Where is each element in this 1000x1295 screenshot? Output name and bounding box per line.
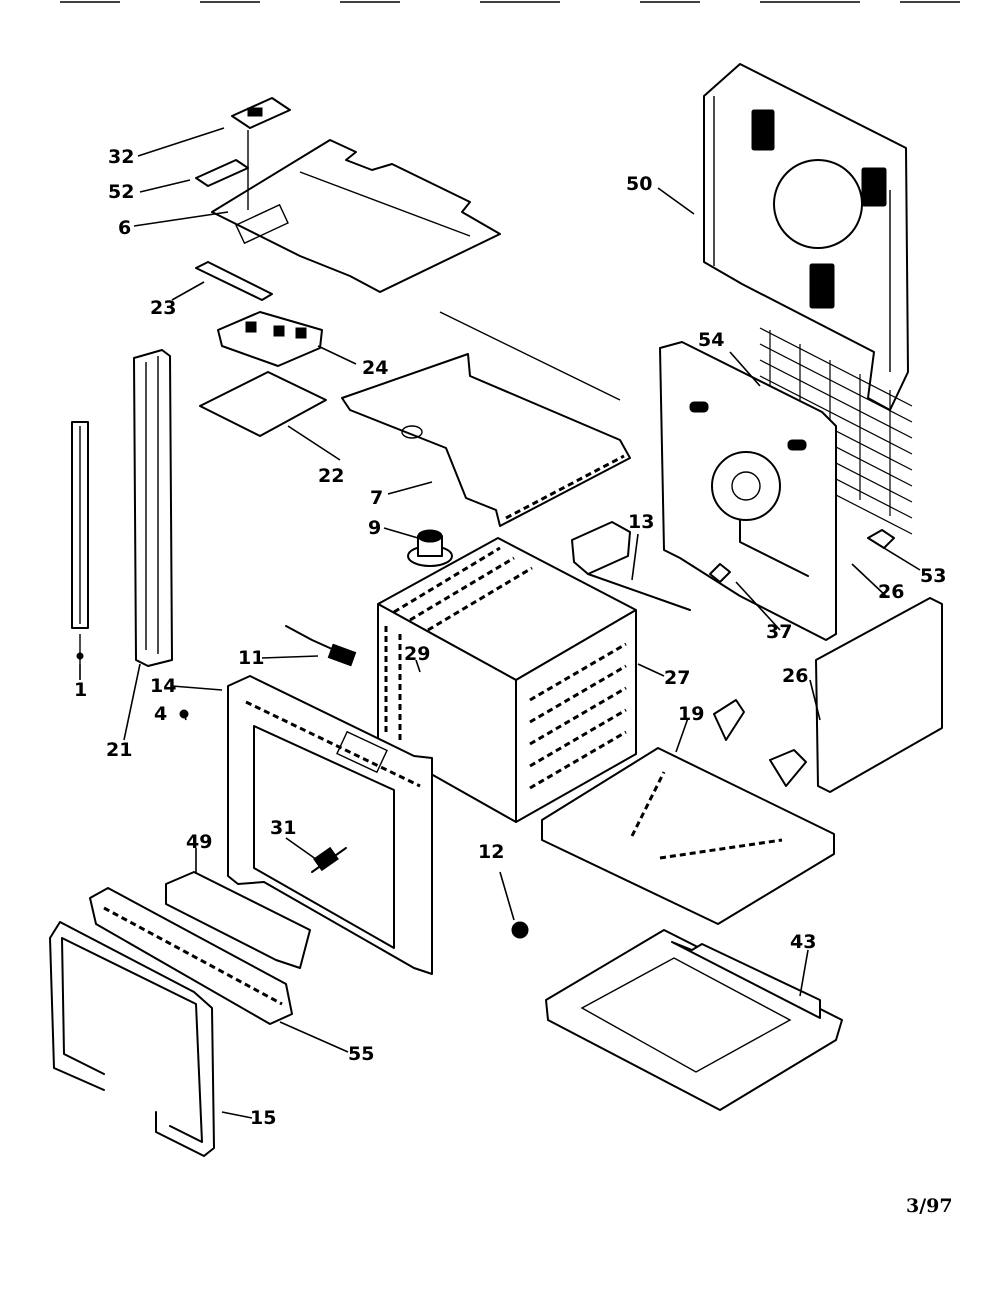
callout-19: 19 xyxy=(678,703,704,725)
callout-22: 22 xyxy=(318,465,344,487)
part-13-element xyxy=(571,521,691,611)
part-1-rail xyxy=(71,421,89,664)
part-15-gasket xyxy=(49,921,215,1157)
callout-55: 55 xyxy=(348,1043,374,1065)
callout-27: 27 xyxy=(664,667,690,689)
callout-15: 15 xyxy=(250,1107,276,1129)
callout-11: 11 xyxy=(238,647,264,669)
part-43-lower-pan xyxy=(545,929,843,1111)
callout-29: 29 xyxy=(404,643,430,665)
callout-53: 53 xyxy=(920,565,946,587)
part-27-oven-cavity xyxy=(377,537,637,823)
part-24-switch xyxy=(217,311,323,367)
part-6-top-panel xyxy=(211,130,501,293)
callout-12: 12 xyxy=(478,841,504,863)
callout-labels: 32 52 6 23 24 22 7 9 1 21 14 4 11 29 31 … xyxy=(74,146,946,1129)
callout-14: 14 xyxy=(150,675,176,697)
callout-43: 43 xyxy=(790,931,816,953)
leader-lines xyxy=(79,127,921,1119)
callout-9: 9 xyxy=(368,517,381,539)
callout-23: 23 xyxy=(150,297,176,319)
part-23-bar xyxy=(195,261,273,301)
callout-24: 24 xyxy=(362,357,388,379)
callout-21: 21 xyxy=(106,739,132,761)
part-11-harness xyxy=(285,625,357,667)
part-32-plate xyxy=(231,97,291,129)
part-52-bracket xyxy=(195,159,249,187)
part-53-bracket xyxy=(867,529,895,549)
callout-31: 31 xyxy=(270,817,296,839)
callout-32: 32 xyxy=(108,146,134,168)
part-37-clip xyxy=(709,563,731,583)
part-21-channel xyxy=(133,349,173,667)
callout-49: 49 xyxy=(186,831,212,853)
callout-26-lower: 26 xyxy=(782,665,808,687)
callout-6: 6 xyxy=(118,217,131,239)
part-31-socket xyxy=(311,846,347,873)
revision-date: 3/97 xyxy=(906,1195,953,1217)
part-26-baffle xyxy=(659,341,837,641)
callout-50: 50 xyxy=(626,173,652,195)
callout-52: 52 xyxy=(108,181,134,203)
part-26-side-panel xyxy=(815,597,943,793)
callout-4: 4 xyxy=(154,703,167,725)
callout-54: 54 xyxy=(698,329,724,351)
part-7-shelf xyxy=(341,311,631,527)
part-9-knob xyxy=(407,529,453,567)
part-19-bottom-tray xyxy=(541,699,835,925)
callout-1: 1 xyxy=(74,679,87,701)
callout-37: 37 xyxy=(766,621,792,643)
part-12-clip xyxy=(511,921,529,939)
callout-26-upper: 26 xyxy=(878,581,904,603)
part-49-vent xyxy=(165,871,311,969)
callout-13: 13 xyxy=(628,511,654,533)
part-22-plate xyxy=(199,371,327,437)
part-50-rear-panel xyxy=(703,63,909,411)
callout-7: 7 xyxy=(370,487,383,509)
part-55-trim xyxy=(89,887,293,1025)
part-14-front-frame xyxy=(227,675,433,975)
